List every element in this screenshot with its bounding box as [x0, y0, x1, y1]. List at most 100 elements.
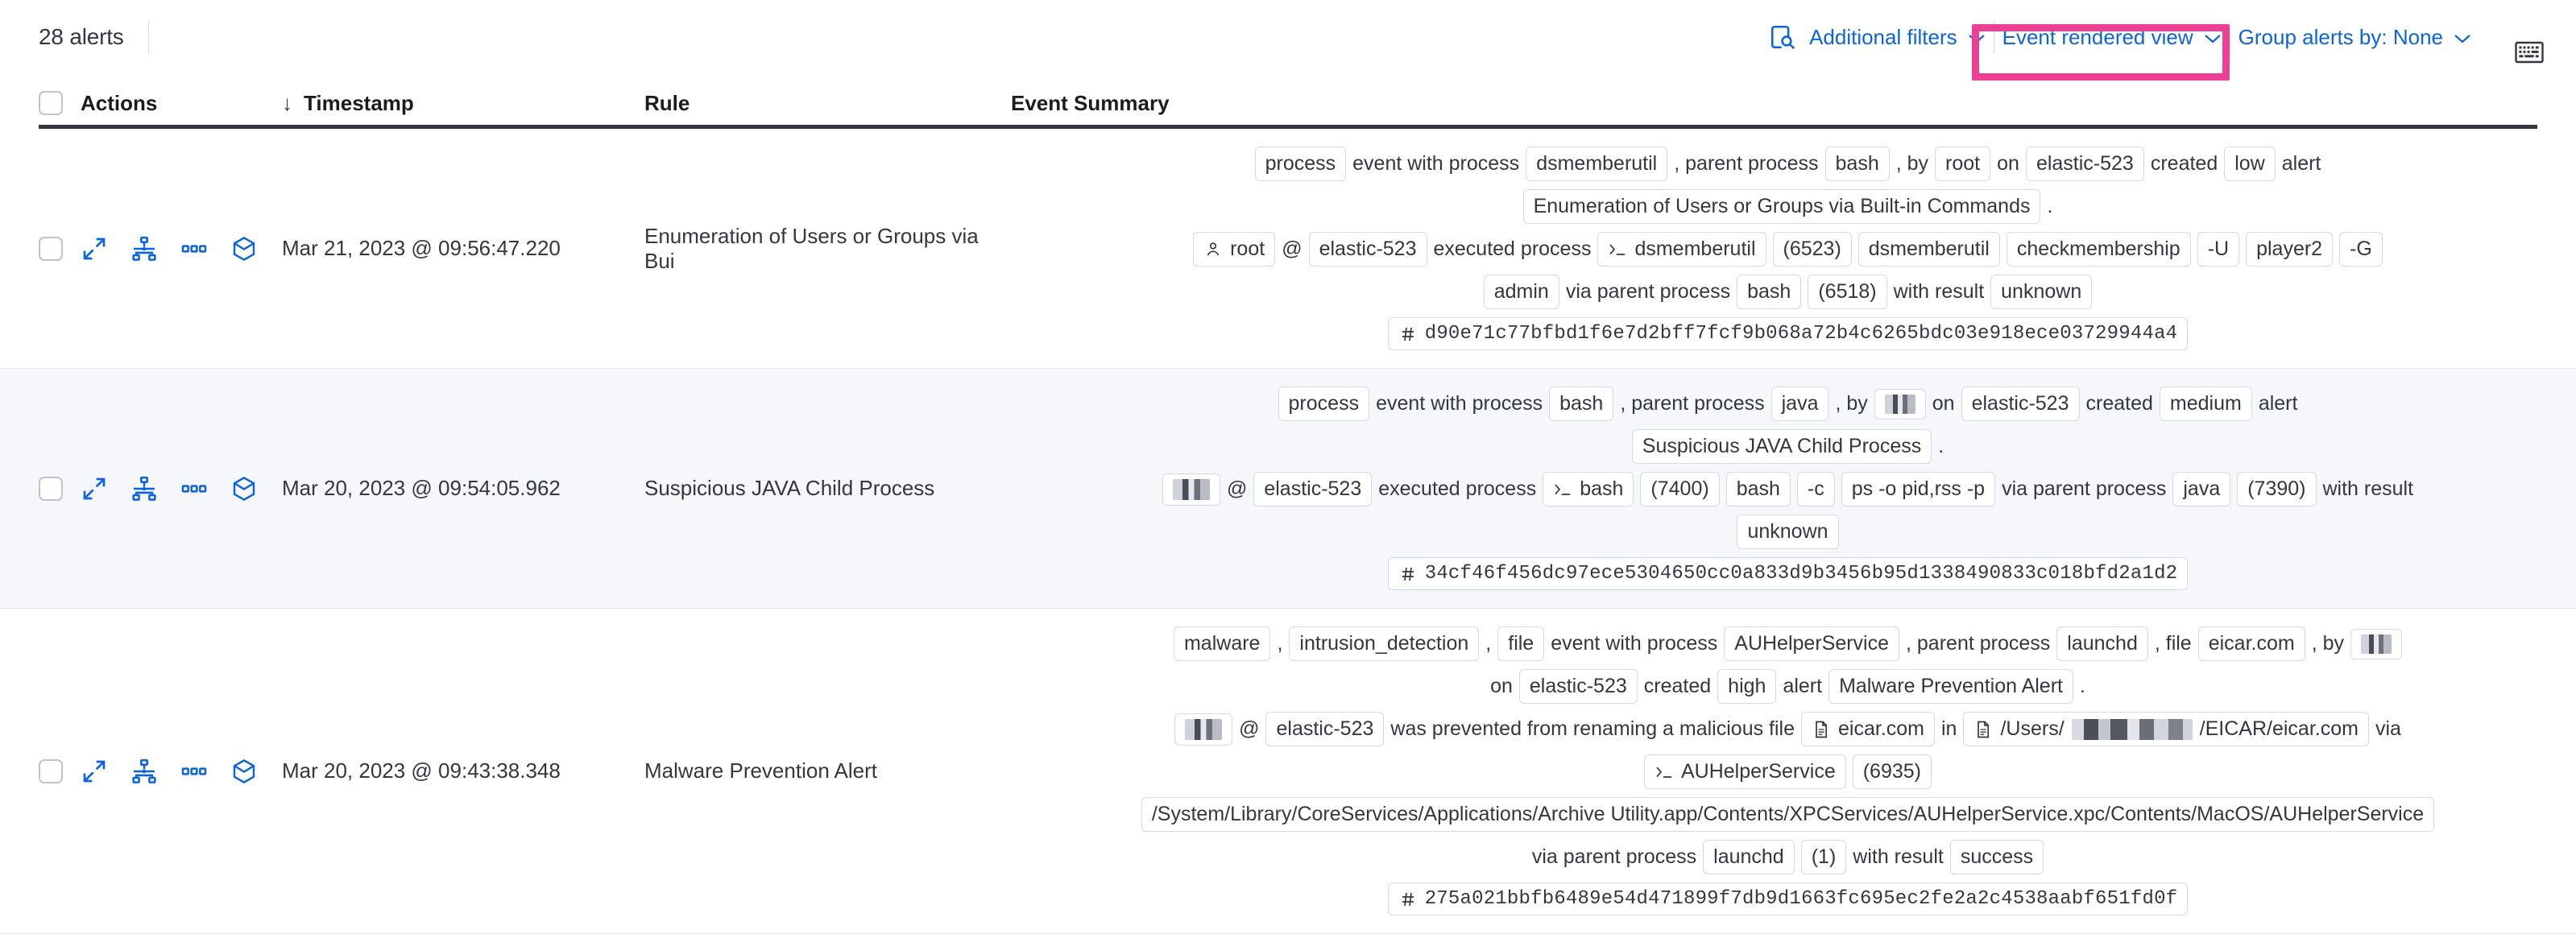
analyze-event-button[interactable] — [130, 758, 158, 785]
event-summary-chip[interactable]: /Users//EICAR/eicar.com — [1963, 712, 2368, 746]
group-alerts-by-label: Group alerts by: None — [2238, 25, 2443, 50]
more-actions-icon — [181, 236, 207, 262]
session-view-button[interactable] — [230, 475, 258, 502]
event-summary-chip[interactable]: elastic-523 — [1253, 472, 1372, 506]
event-summary-chip[interactable]: high — [1717, 669, 1776, 704]
event-rendered-view-dropdown[interactable]: Event rendered view — [1994, 20, 2230, 55]
additional-filters-dropdown[interactable]: Additional filters — [1801, 20, 1994, 55]
event-summary-chip[interactable]: dsmemberutil — [1526, 147, 1667, 181]
event-summary-chip[interactable]: intrusion_detection — [1289, 626, 1479, 661]
event-summary-chip[interactable]: 34cf46f456dc97ece5304650cc0a833d9b3456b9… — [1388, 557, 2189, 590]
event-summary-chip[interactable]: root — [1935, 147, 1990, 181]
event-summary-chip[interactable]: player2 — [2246, 232, 2333, 267]
event-summary-chip[interactable]: (6935) — [1853, 754, 1932, 789]
event-summary-chip[interactable]: -U — [2197, 232, 2239, 267]
row-select-checkbox[interactable] — [39, 477, 63, 501]
event-summary-chip[interactable]: root — [1193, 232, 1275, 267]
event-summary-chip[interactable] — [1874, 389, 1926, 419]
event-summary-chip[interactable]: -G — [2339, 232, 2383, 267]
event-summary-chip[interactable]: java — [2172, 472, 2230, 506]
row-select-checkbox[interactable] — [39, 759, 63, 783]
event-summary-chip[interactable]: process — [1278, 386, 1370, 421]
event-summary-chip[interactable]: bash — [1726, 472, 1791, 506]
analyze-event-button[interactable] — [130, 475, 158, 502]
row-timestamp: Mar 20, 2023 @ 09:43:38.348 — [282, 758, 644, 783]
event-summary-chip[interactable]: launchd — [1703, 840, 1795, 874]
table-row[interactable]: Mar 20, 2023 @ 09:43:38.348 Malware Preve… — [0, 609, 2576, 934]
event-summary-chip[interactable]: elastic-523 — [1265, 712, 1384, 746]
event-summary-chip[interactable]: bash — [1549, 386, 1613, 421]
expand-button[interactable] — [81, 235, 108, 262]
event-summary-chip[interactable]: elastic-523 — [2026, 147, 2144, 181]
event-summary-chip[interactable]: unknown — [1737, 515, 1838, 549]
row-left-columns: Mar 20, 2023 @ 09:54:05.962Suspicious JA… — [0, 369, 1011, 608]
expand-button[interactable] — [81, 475, 108, 502]
event-summary-chip[interactable]: Malware Prevention Alert — [1828, 669, 2073, 704]
toolbar-right-group: Additional filters Event rendered view G… — [1764, 0, 2576, 74]
group-alerts-by-dropdown[interactable]: Group alerts by: None — [2230, 20, 2479, 55]
inspect-icon[interactable] — [1764, 19, 1801, 56]
event-summary-chip[interactable]: (6523) — [1773, 232, 1852, 267]
event-summary-chip[interactable]: checkmembership — [2007, 232, 2191, 267]
event-summary-chip[interactable]: (6518) — [1808, 275, 1886, 309]
event-summary-chip[interactable]: elastic-523 — [1309, 232, 1427, 267]
event-summary-chip[interactable]: d90e71c77bfbd1f6e7d2bff7fcf9b068a72b4c62… — [1388, 317, 2189, 350]
event-summary-chip[interactable]: AUHelperService — [1644, 754, 1846, 789]
more-actions-button[interactable] — [180, 235, 208, 262]
chip-label: high — [1728, 675, 1766, 698]
event-summary-chip[interactable]: bash — [1737, 275, 1801, 309]
event-summary-chip[interactable]: java — [1771, 386, 1829, 421]
event-summary-chip[interactable]: eicar.com — [2198, 626, 2305, 661]
event-summary-chip[interactable]: (1) — [1801, 840, 1847, 874]
chevron-down-icon — [2454, 25, 2471, 50]
chip-label: medium — [2170, 392, 2242, 415]
table-row[interactable]: Mar 20, 2023 @ 09:54:05.962Suspicious JA… — [0, 369, 2576, 609]
expand-button[interactable] — [81, 758, 108, 785]
event-summary-chip[interactable]: 275a021bbfb6489e54d471899f7db9d1663fc695… — [1388, 882, 2189, 915]
table-row[interactable]: Mar 21, 2023 @ 09:56:47.220Enumeration o… — [0, 129, 2576, 369]
event-summary-chip[interactable]: elastic-523 — [1519, 669, 1638, 704]
event-summary-line: processevent with processbash, parent pr… — [1011, 386, 2565, 421]
event-summary-chip[interactable]: AUHelperService — [1724, 626, 1899, 661]
event-summary-chip[interactable]: admin — [1484, 275, 1559, 309]
event-summary-chip[interactable]: launchd — [2056, 626, 2148, 661]
keyboard-shortcuts-icon[interactable] — [2513, 39, 2545, 66]
event-summary-chip[interactable]: (7400) — [1640, 472, 1719, 506]
event-summary-chip[interactable]: ps -o pid,rss -p — [1841, 472, 1995, 506]
event-summary-chip[interactable]: bash — [1543, 472, 1634, 506]
more-actions-button[interactable] — [180, 475, 208, 502]
event-summary-chip[interactable]: unknown — [1990, 275, 2092, 309]
event-summary-chip[interactable]: Enumeration of Users or Groups via Built… — [1523, 189, 2041, 224]
event-summary-chip[interactable] — [1162, 473, 1220, 506]
event-summary-chip[interactable]: dsmemberutil — [1858, 232, 2000, 267]
chip-label: (6518) — [1818, 280, 1876, 304]
select-all-checkbox[interactable] — [39, 91, 63, 115]
event-summary-chip[interactable]: elastic-523 — [1961, 386, 2080, 421]
session-view-button[interactable] — [230, 758, 258, 785]
event-summary-chip[interactable]: dsmemberutil — [1597, 232, 1766, 267]
analyze-event-button[interactable] — [130, 235, 158, 262]
event-summary-line: Suspicious JAVA Child Process. — [1011, 429, 2565, 464]
event-summary-text: @ — [1227, 477, 1247, 501]
event-summary-chip[interactable]: medium — [2160, 386, 2252, 421]
event-summary-chip[interactable]: bash — [1825, 147, 1890, 181]
event-summary-chip[interactable]: file — [1497, 626, 1544, 661]
more-actions-button[interactable] — [180, 758, 208, 785]
row-select-checkbox[interactable] — [39, 237, 63, 261]
event-summary-chip[interactable] — [2350, 629, 2402, 659]
event-summary-chip[interactable] — [1174, 713, 1232, 746]
alerts-toolbar: 28 alerts Additional filters E — [0, 0, 2576, 74]
chip-label: Enumeration of Users or Groups via Built… — [1534, 195, 2031, 218]
event-summary-chip[interactable]: malware — [1174, 626, 1270, 661]
chip-label: elastic-523 — [1530, 675, 1627, 698]
event-summary-chip[interactable]: low — [2224, 147, 2276, 181]
event-summary-chip[interactable]: (7390) — [2237, 472, 2316, 506]
event-summary-chip[interactable]: success — [1950, 840, 2044, 874]
event-summary-chip[interactable]: process — [1255, 147, 1347, 181]
column-header-timestamp[interactable]: ↓ Timestamp — [282, 91, 644, 116]
session-view-button[interactable] — [230, 235, 258, 262]
event-summary-chip[interactable]: eicar.com — [1801, 712, 1935, 746]
event-summary-chip[interactable]: -c — [1797, 472, 1835, 506]
event-summary-chip[interactable]: /System/Library/CoreServices/Application… — [1141, 797, 2434, 832]
event-summary-chip[interactable]: Suspicious JAVA Child Process — [1632, 429, 1932, 464]
